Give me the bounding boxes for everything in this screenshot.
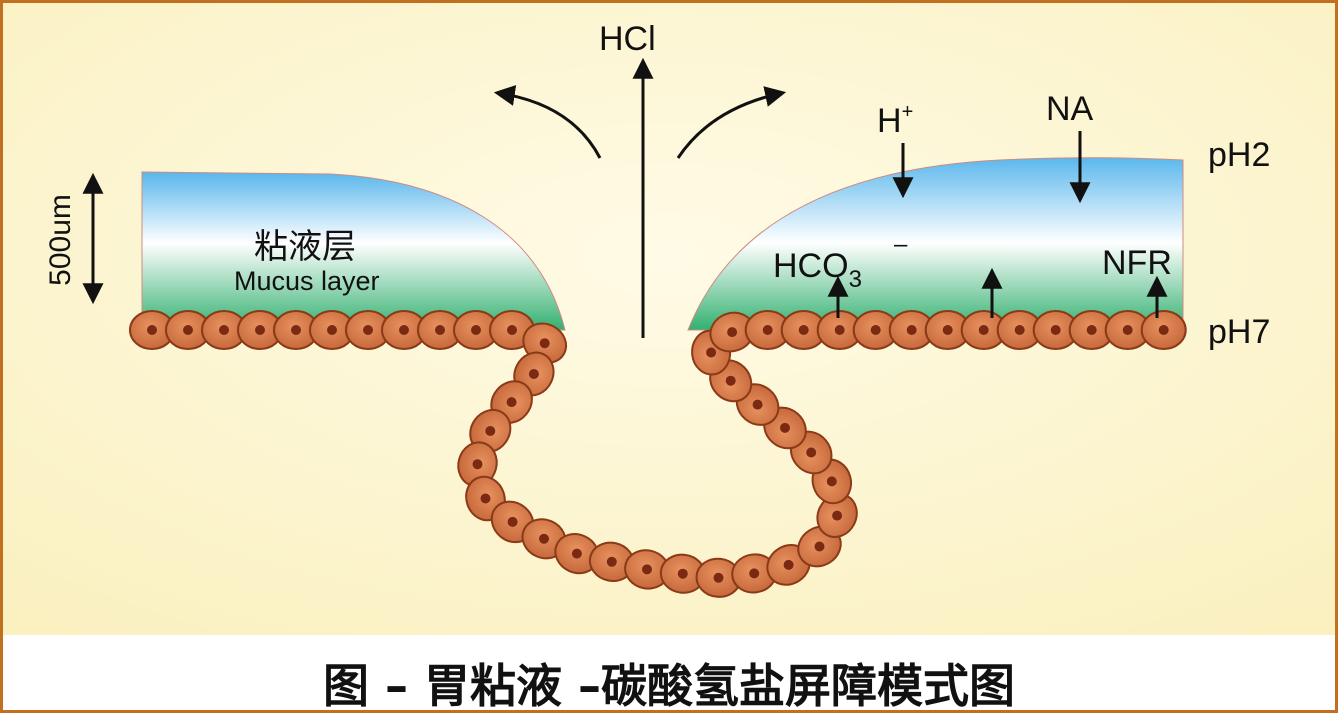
mucus-label-cn: 粘液层: [254, 228, 356, 266]
arrows: [82, 57, 1168, 338]
cell-nucleus: [363, 325, 373, 335]
cell-nucleus: [798, 325, 809, 335]
cell-nucleus: [783, 559, 794, 570]
nfr-label: NFR: [1102, 244, 1172, 282]
cell-nucleus: [752, 399, 763, 410]
cell-nucleus: [762, 325, 773, 335]
cell-nucleus: [834, 325, 845, 335]
cell-nucleus: [291, 325, 301, 335]
cell-nucleus: [1122, 325, 1133, 335]
cell-nucleus: [727, 327, 738, 338]
cell-nucleus: [485, 426, 496, 436]
cell-nucleus: [480, 493, 491, 504]
cell-nucleus: [183, 325, 193, 335]
cell-nucleus: [528, 369, 539, 379]
cell-nucleus: [978, 325, 989, 335]
cell-nucleus: [706, 347, 717, 358]
cell-nucleus: [814, 541, 825, 552]
cell-nucleus: [399, 325, 409, 335]
cell-nucleus: [725, 375, 736, 386]
mucus-label-en: Mucus layer: [234, 266, 380, 296]
hco3-charge: –: [894, 231, 908, 258]
cell-nucleus: [147, 325, 157, 335]
thickness-label: 500um: [44, 194, 77, 286]
cell-nucleus: [870, 325, 881, 335]
cell-nucleus: [826, 476, 837, 487]
mucus-layer-right: [687, 157, 1184, 331]
hcl-label: HCl: [599, 20, 656, 58]
cell-nucleus: [471, 325, 481, 335]
cell-nucleus: [906, 325, 917, 335]
spread-arrow-left: [493, 85, 602, 159]
cell-nucleus: [539, 533, 549, 544]
cell-nucleus: [832, 510, 843, 521]
cell-nucleus: [806, 447, 817, 458]
cell-nucleus: [606, 556, 617, 567]
ph2-label: pH2: [1208, 136, 1270, 174]
cell-nucleus: [677, 568, 688, 579]
cell-nucleus: [780, 422, 790, 433]
cell-nucleus: [539, 338, 550, 349]
cell-nucleus: [749, 568, 760, 579]
cell-nucleus: [506, 397, 517, 408]
h-plus-label: H+: [877, 101, 913, 140]
cell-nucleus: [942, 325, 953, 335]
hco3-label: HCO3: [773, 247, 862, 293]
na-label: NA: [1046, 90, 1094, 128]
cell-nucleus: [1086, 325, 1097, 335]
cell-nucleus: [1050, 325, 1061, 335]
cell-nucleus: [255, 325, 265, 335]
mucus-layer-left: [141, 171, 566, 331]
spread-arrow-right: [676, 86, 787, 159]
cell-nucleus: [1014, 325, 1025, 335]
epithelial-cell-layer: [129, 310, 1187, 598]
figure-caption: 图 – 胃粘液 –碳酸氢盐屏障模式图: [323, 659, 1015, 713]
cell-nucleus: [571, 548, 582, 559]
cell-nucleus: [507, 325, 517, 335]
cell-nucleus: [713, 572, 724, 583]
cell-nucleus: [219, 325, 229, 335]
ph7-label: pH7: [1208, 313, 1270, 351]
cell-nucleus: [435, 325, 445, 335]
cell-nucleus: [472, 459, 483, 470]
cell-nucleus: [642, 564, 652, 575]
cell-nucleus: [507, 516, 518, 527]
cell-nucleus: [327, 325, 337, 335]
cell-nucleus: [1158, 325, 1169, 335]
